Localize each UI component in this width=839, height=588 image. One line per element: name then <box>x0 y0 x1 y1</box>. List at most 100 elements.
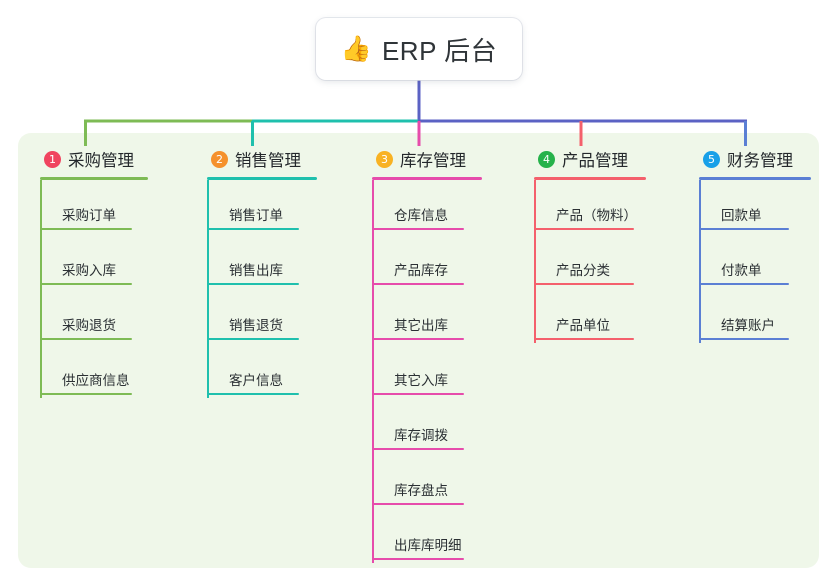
branch-leaf-list: 仓库信息产品库存其它出库其它入库库存调拨库存盘点出库库明细 <box>372 180 482 565</box>
leaf-node[interactable]: 产品（物料） <box>534 180 646 235</box>
branch-header-underline <box>699 177 811 180</box>
leaf-label: 采购退货 <box>62 318 116 333</box>
thumbs-up-icon: 👍 <box>340 34 372 63</box>
branch-number-badge: 2 <box>211 150 228 168</box>
branch-leaf-list: 产品（物料） 产品分类产品单位 <box>534 180 646 345</box>
leaf-label: 结算账户 <box>721 318 775 333</box>
leaf-underline <box>372 448 464 450</box>
leaf-node[interactable]: 销售退货 <box>207 290 317 345</box>
branch-header-label: 产品管理 <box>562 152 628 170</box>
branch-header-5[interactable]: 5 财务管理 <box>699 146 811 172</box>
branch-column-3: 3 库存管理仓库信息产品库存其它出库其它入库库存调拨库存盘点出库库明细 <box>372 146 482 565</box>
leaf-underline <box>372 503 464 505</box>
branch-header-underline <box>534 177 646 180</box>
root-title: ERP 后台 <box>381 35 498 66</box>
leaf-underline <box>372 393 464 395</box>
leaf-underline <box>40 393 132 395</box>
leaf-label: 回款单 <box>721 208 762 223</box>
leaf-node[interactable]: 采购退货 <box>40 290 148 345</box>
branch-spine <box>207 180 209 398</box>
leaf-label: 库存盘点 <box>394 483 448 498</box>
leaf-label: 产品库存 <box>394 263 448 278</box>
branch-leaf-list: 采购订单采购入库采购退货供应商信息 <box>40 180 148 400</box>
leaf-node[interactable]: 采购入库 <box>40 235 148 290</box>
leaf-node[interactable]: 回款单 <box>699 180 811 235</box>
branch-number-badge: 1 <box>44 150 61 168</box>
leaf-node[interactable]: 仓库信息 <box>372 180 482 235</box>
leaf-label: 其它出库 <box>394 318 448 333</box>
leaf-underline <box>699 228 789 230</box>
branch-header-4[interactable]: 4 产品管理 <box>534 146 646 172</box>
branch-number-badge: 5 <box>703 150 720 168</box>
leaf-label: 客户信息 <box>229 373 283 388</box>
leaf-label: 其它入库 <box>394 373 448 388</box>
leaf-label: 采购订单 <box>62 208 116 223</box>
leaf-label: 销售出库 <box>229 263 283 278</box>
leaf-node[interactable]: 产品库存 <box>372 235 482 290</box>
branch-spine <box>40 180 42 398</box>
branch-leaf-list: 回款单付款单结算账户 <box>699 180 811 345</box>
leaf-label: 采购入库 <box>62 263 116 278</box>
branch-header-2[interactable]: 2 销售管理 <box>207 146 317 172</box>
leaf-label: 供应商信息 <box>62 373 130 388</box>
leaf-underline <box>40 283 132 285</box>
leaf-node[interactable]: 采购订单 <box>40 180 148 235</box>
leaf-underline <box>207 283 299 285</box>
leaf-underline <box>40 338 132 340</box>
branch-header-underline <box>372 177 482 180</box>
branch-leaf-list: 销售订单销售出库销售退货客户信息 <box>207 180 317 400</box>
leaf-node[interactable]: 销售订单 <box>207 180 317 235</box>
branch-header-1[interactable]: 1 采购管理 <box>40 146 148 172</box>
branch-column-2: 2 销售管理销售订单销售出库销售退货客户信息 <box>207 146 317 400</box>
leaf-node[interactable]: 其它入库 <box>372 345 482 400</box>
leaf-node[interactable]: 出库库明细 <box>372 510 482 565</box>
leaf-underline <box>699 283 789 285</box>
branch-spine <box>699 180 701 343</box>
leaf-underline <box>40 228 132 230</box>
leaf-node[interactable]: 销售出库 <box>207 235 317 290</box>
leaf-node[interactable]: 结算账户 <box>699 290 811 345</box>
branch-column-5: 5 财务管理回款单付款单结算账户 <box>699 146 811 345</box>
branch-header-label: 库存管理 <box>400 152 466 170</box>
branch-header-label: 采购管理 <box>68 152 134 170</box>
leaf-underline <box>207 393 299 395</box>
leaf-label: 销售退货 <box>229 318 283 333</box>
leaf-node[interactable]: 供应商信息 <box>40 345 148 400</box>
leaf-underline <box>534 283 634 285</box>
leaf-underline <box>534 228 634 230</box>
leaf-node[interactable]: 客户信息 <box>207 345 317 400</box>
leaf-underline <box>699 338 789 340</box>
leaf-underline <box>372 338 464 340</box>
leaf-label: 出库库明细 <box>394 538 462 553</box>
branch-header-3[interactable]: 3 库存管理 <box>372 146 482 172</box>
leaf-node[interactable]: 库存调拨 <box>372 400 482 455</box>
leaf-underline <box>372 558 464 560</box>
leaf-node[interactable]: 产品单位 <box>534 290 646 345</box>
leaf-label: 产品单位 <box>556 318 610 333</box>
leaf-underline <box>534 338 634 340</box>
branch-column-4: 4 产品管理产品（物料） 产品分类产品单位 <box>534 146 646 345</box>
leaf-underline <box>207 338 299 340</box>
leaf-node[interactable]: 库存盘点 <box>372 455 482 510</box>
branch-number-badge: 4 <box>538 150 555 168</box>
root-node[interactable]: 👍 ERP 后台 <box>316 18 522 80</box>
branch-header-underline <box>207 177 317 180</box>
leaf-node[interactable]: 付款单 <box>699 235 811 290</box>
leaf-label: 销售订单 <box>229 208 283 223</box>
leaf-label: 仓库信息 <box>394 208 448 223</box>
branch-number-badge: 3 <box>376 150 393 168</box>
branch-column-1: 1 采购管理采购订单采购入库采购退货供应商信息 <box>40 146 148 400</box>
branch-header-label: 财务管理 <box>727 152 793 170</box>
leaf-label: 库存调拨 <box>394 428 448 443</box>
leaf-node[interactable]: 产品分类 <box>534 235 646 290</box>
diagram-panel <box>18 133 819 568</box>
leaf-label: 付款单 <box>721 263 762 278</box>
leaf-underline <box>207 228 299 230</box>
branch-spine <box>534 180 536 343</box>
branch-header-label: 销售管理 <box>235 152 301 170</box>
leaf-node[interactable]: 其它出库 <box>372 290 482 345</box>
leaf-label: 产品分类 <box>556 263 610 278</box>
leaf-label: 产品（物料） <box>556 208 637 223</box>
branch-spine <box>372 180 374 563</box>
